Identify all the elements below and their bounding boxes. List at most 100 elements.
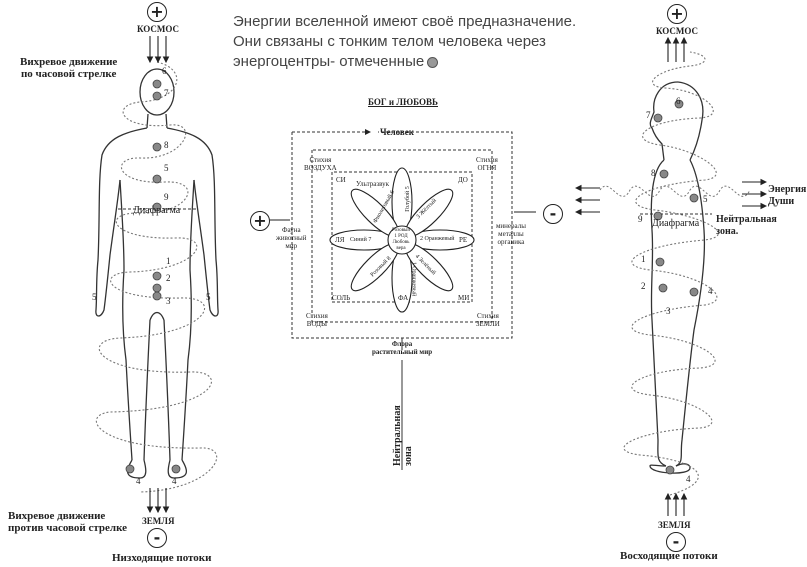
left-energy-centers (125, 79, 181, 474)
center-neutral-zone: Нейтральная зона (392, 386, 414, 466)
right-energy-centers (653, 99, 699, 475)
center-plus-sign: + (250, 211, 270, 231)
right-earth-label: ЗЕМЛЯ (658, 520, 691, 530)
stihiya-vozduha-2: ВОЗДУХА (304, 164, 337, 172)
left-caption: Низходящие потоки (112, 552, 212, 564)
left-center-5: 5 (164, 163, 169, 173)
right-center-3: 3 (666, 306, 671, 316)
left-center-3: 3 (166, 296, 171, 306)
left-human-figure (95, 68, 219, 479)
right-center-7: 7 (646, 110, 651, 120)
fauna-2: животный (276, 234, 307, 242)
left-center-9: 9 (164, 192, 169, 202)
right-center-5: 5 (703, 194, 708, 204)
center-title: БОГ и ЛЮБОВЬ (368, 97, 438, 107)
right-center-4-back: 4 (708, 286, 713, 296)
right-plus-sign: + (667, 4, 687, 24)
left-center-7: 7 (164, 88, 169, 98)
right-neutral-zone: Нейтральная зона. (716, 214, 777, 238)
left-cosmos-label: КОСМОС (137, 24, 180, 34)
core-2: 1 РОД (394, 234, 408, 239)
center-flower (329, 167, 475, 313)
note-sol: СОЛЬ (332, 294, 351, 302)
center-ultrazvuk: Ультразвук (356, 180, 390, 188)
center-stihiya-vozduha: Стихия ВОЗДУХА (304, 156, 337, 172)
left-bottom-note-1: Вихревое движение (8, 510, 106, 522)
flora-2: растительный мир (372, 348, 433, 356)
header-line-3-text: энергоцентры- отмеченные (233, 53, 425, 70)
right-center-9: 9 (638, 214, 643, 224)
flower-core: Розовый 1 РОД Любовь вера (392, 228, 410, 252)
left-top-note: Вихревое движение по часовой стрелке (20, 56, 117, 80)
header-line-2: Они связаны с тонким телом человека чере… (233, 33, 546, 50)
stihiya-zemli-1: Стихия (476, 312, 499, 320)
right-side-minus-sign: - (543, 204, 563, 224)
left-center-5-hand-left: 5 (92, 292, 97, 302)
right-energy-label-2: Души (768, 196, 795, 207)
left-minus-sign: - (147, 528, 167, 548)
left-center-6: 6 (162, 66, 167, 76)
center-stihiya-zemli: Стихия ЗЕМЛИ (476, 312, 500, 328)
note-re: РЕ (459, 236, 468, 244)
left-plus-sign: + (147, 2, 167, 22)
left-cosmos-arrows (146, 36, 170, 514)
left-diaphragm-label: Диафрагма (133, 205, 181, 216)
left-center-4-foot-right: 4 (172, 476, 177, 486)
note-si: СИ (336, 176, 346, 184)
stihiya-vody-1: Стихия (306, 312, 328, 320)
left-center-5-hand-right: 5 (206, 292, 211, 302)
left-bottom-note-2: против часовой стрелке (8, 522, 128, 534)
petal-label-8: 1 Оранжевый (410, 261, 417, 297)
petal-label-7: Синий 7 (350, 237, 372, 243)
right-caption: Восходящие потоки (620, 550, 718, 562)
left-center-4-foot-left: 4 (136, 476, 141, 486)
right-center-8: 8 (651, 168, 656, 178)
petal-label-2: Голубой 5 (404, 186, 411, 212)
left-earth-label: ЗЕМЛЯ (142, 516, 175, 526)
minerals-2: металлы (498, 230, 524, 238)
right-center-2: 2 (641, 281, 646, 291)
right-cosmos-label: КОСМОС (656, 26, 699, 36)
left-center-8: 8 (164, 140, 169, 150)
right-horizontal-spiral (599, 185, 751, 197)
right-neutral-zone-2: зона. (716, 226, 739, 237)
left-center-2: 2 (166, 273, 171, 283)
core-1: Розовый (392, 228, 410, 233)
minerals-3: органика (497, 238, 525, 246)
center-flow-diagram (291, 129, 513, 470)
stihiya-ognya-1: Стихия (476, 156, 498, 164)
center-flora: Флора растительный мир (372, 340, 432, 356)
right-diaphragm-label: Диафрагма (652, 218, 700, 229)
left-spiral-flow (95, 61, 218, 493)
core-3: Любовь (392, 240, 410, 245)
right-neutral-zone-1: Нейтральная (716, 214, 777, 225)
stihiya-vody-2: ВОДЫ (306, 320, 328, 328)
center-minerals: минералы металлы органика (496, 222, 526, 246)
right-minus-sign: - (666, 532, 686, 552)
neutral-vertical-2: зона (403, 446, 414, 466)
stihiya-vozduha-1: Стихия (309, 156, 332, 164)
right-side-arrows (574, 178, 768, 216)
stihiya-zemli-2: ЗЕМЛИ (476, 320, 500, 328)
right-center-4-foot: 4 (686, 474, 691, 484)
minerals-1: минералы (496, 222, 526, 230)
note-do: ДО (458, 176, 468, 184)
right-spiral-flow (623, 51, 719, 496)
energy-center-dot-icon (427, 56, 439, 68)
center-side-lines (270, 211, 536, 221)
fauna-1: Фауна (281, 226, 301, 234)
right-energy-label-1: Энергия (768, 184, 807, 195)
left-bottom-note: Вихревое движение против часовой стрелке (8, 510, 127, 534)
center-chelovek: Человек (380, 127, 414, 137)
core-4: вера (396, 246, 406, 251)
right-energy-label: Энергия Души (768, 184, 806, 208)
right-center-1: 1 (641, 254, 646, 264)
center-stihiya-vody: Стихия ВОДЫ (306, 312, 328, 328)
stihiya-ognya-2: ОГНЯ (477, 164, 497, 172)
fauna-3: мир (285, 242, 298, 250)
center-stihiya-ognya: Стихия ОГНЯ (476, 156, 498, 172)
header-line-3: энергоцентры- отмеченные (233, 52, 576, 72)
note-fa: ФА (398, 294, 409, 302)
right-cosmos-arrows (664, 36, 688, 516)
